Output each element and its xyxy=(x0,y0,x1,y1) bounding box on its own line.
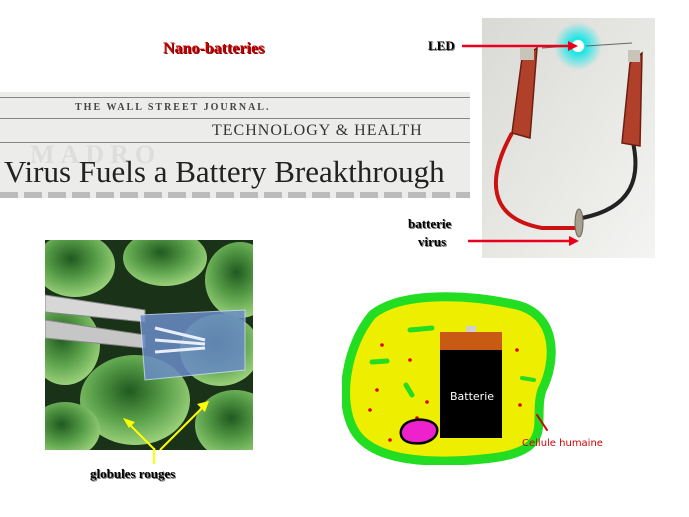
battery-virus-label-line1: batterie xyxy=(408,216,452,231)
newspaper-ghost-text: MADRO xyxy=(30,140,162,169)
newspaper-headline: Virus Fuels a Battery Breakthrough xyxy=(4,154,445,189)
cell-label-pointer xyxy=(536,414,548,431)
virus-battery xyxy=(574,208,584,238)
red-blood-cells-photo xyxy=(45,240,253,450)
slide-title: Nano-batteries xyxy=(163,40,265,57)
battery-body xyxy=(440,350,502,438)
human-cell-drawing xyxy=(342,292,556,465)
human-cell-label: Cellule humaine xyxy=(522,438,603,449)
battery-terminal xyxy=(466,326,476,332)
battery-virus-arrow xyxy=(468,236,579,246)
cells-arrow-tail xyxy=(153,448,155,464)
led-circuit-illustration xyxy=(482,18,655,258)
newspaper-name: THE WALL STREET JOURNAL. xyxy=(75,102,271,113)
battery-top xyxy=(440,332,502,350)
battery-virus-label-line2: virus xyxy=(418,234,447,249)
red-blood-cells-illustration xyxy=(45,240,253,450)
magenta-inclusion xyxy=(399,418,439,445)
newspaper-clipping: THE WALL STREET JOURNAL. TECHNOLOGY & HE… xyxy=(0,92,470,198)
red-blood-cells-caption: globules rouges xyxy=(90,466,176,481)
led-arrow xyxy=(462,41,578,51)
led-circuit-photo xyxy=(482,18,655,258)
newspaper-fine-print xyxy=(0,192,470,198)
battery-text: Batterie xyxy=(450,390,495,403)
led-label: LED xyxy=(428,38,455,53)
newspaper-section: TECHNOLOGY & HEALTH xyxy=(212,122,423,139)
